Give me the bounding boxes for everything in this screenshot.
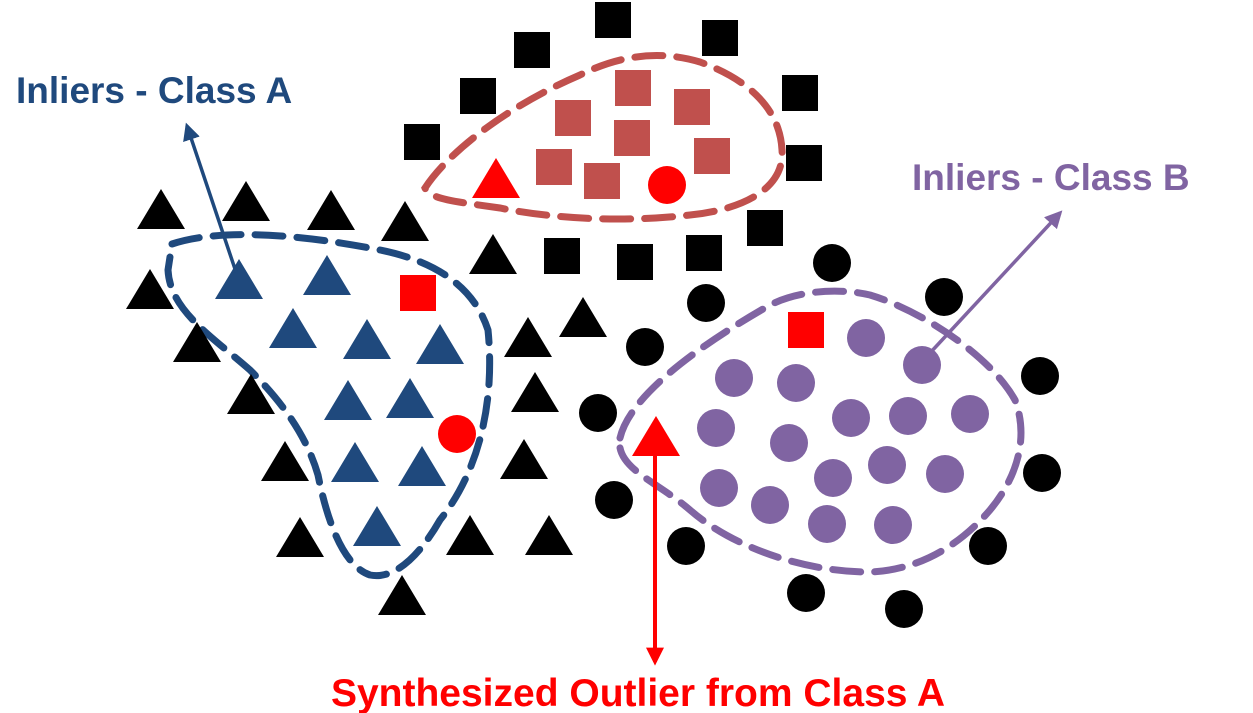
- black-square: [786, 145, 822, 181]
- black-triangle: [378, 575, 426, 615]
- black-square: [544, 238, 580, 274]
- red-circle-outlier: [438, 415, 476, 453]
- class-b-circle: [832, 399, 870, 437]
- class-a-triangle: [324, 380, 372, 420]
- class-b-circle: [874, 506, 912, 544]
- red-circle-outlier: [648, 166, 686, 204]
- black-triangle: [504, 317, 552, 357]
- class-c-square: [615, 70, 651, 106]
- black-triangle: [381, 201, 429, 241]
- class-b-circle: [697, 409, 735, 447]
- class-c-square: [614, 120, 650, 156]
- black-circle: [813, 244, 851, 282]
- class-b-circle: [903, 346, 941, 384]
- black-triangle: [559, 297, 607, 337]
- class-c-square: [536, 149, 572, 185]
- class-a-triangle: [215, 259, 263, 299]
- red-square-outlier: [788, 312, 824, 348]
- black-triangle: [446, 515, 494, 555]
- black-square: [404, 124, 440, 160]
- black-circle: [626, 328, 664, 366]
- black-circle: [687, 284, 725, 322]
- class-b-circle: [847, 319, 885, 357]
- class-b-circle: [868, 446, 906, 484]
- black-circle: [579, 394, 617, 432]
- class-b-circle: [700, 469, 738, 507]
- black-circle: [667, 527, 705, 565]
- black-square: [595, 2, 631, 38]
- synthesized-outlier-triangle: [632, 416, 680, 456]
- black-circle: [787, 574, 825, 612]
- black-square: [782, 75, 818, 111]
- class-c-boundary: [421, 52, 786, 223]
- black-triangle: [227, 374, 275, 414]
- class-b-circle: [808, 505, 846, 543]
- black-triangle: [261, 441, 309, 481]
- class-b-arrow: [928, 210, 1063, 355]
- black-square: [617, 244, 653, 280]
- class-b-circle: [951, 395, 989, 433]
- black-triangle: [469, 234, 517, 274]
- black-circle: [885, 590, 923, 628]
- class-a-triangle: [353, 506, 401, 546]
- black-triangle: [126, 269, 174, 309]
- class-a-boundary: [164, 231, 494, 580]
- class-c-square: [555, 100, 591, 136]
- class-a-triangle: [303, 255, 351, 295]
- red-square-outlier: [400, 275, 436, 311]
- black-triangle: [137, 189, 185, 229]
- class-a-triangle: [269, 308, 317, 348]
- black-circle: [1023, 454, 1061, 492]
- black-triangle: [511, 372, 559, 412]
- class-b-circle: [926, 455, 964, 493]
- class-b-boundary: [616, 287, 1025, 576]
- class-b-circle: [715, 359, 753, 397]
- red-triangle-outlier: [472, 158, 520, 198]
- black-triangle: [307, 190, 355, 230]
- class-b-circle: [751, 486, 789, 524]
- class-b-circle: [777, 364, 815, 402]
- class-c-square: [674, 89, 710, 125]
- class-a-arrow: [183, 122, 238, 273]
- black-square: [702, 20, 738, 56]
- black-triangle: [173, 322, 221, 362]
- class-c-square: [694, 138, 730, 174]
- black-triangle: [525, 515, 573, 555]
- class-a-triangle: [386, 378, 434, 418]
- black-square: [460, 78, 496, 114]
- inliers-class-a-label: Inliers - Class A: [16, 70, 292, 111]
- class-a-triangle: [331, 442, 379, 482]
- black-circle: [925, 278, 963, 316]
- black-circle: [969, 527, 1007, 565]
- black-square: [514, 32, 550, 68]
- black-square: [686, 235, 722, 271]
- class-b-circle: [814, 459, 852, 497]
- black-circle: [595, 481, 633, 519]
- black-square: [747, 210, 783, 246]
- class-a-triangle: [343, 319, 391, 359]
- synthesized-outlier-label: Synthesized Outlier from Class A: [331, 672, 945, 713]
- class-a-triangle: [398, 446, 446, 486]
- inliers-class-b-label: Inliers - Class B: [912, 157, 1190, 198]
- black-triangle: [500, 439, 548, 479]
- black-triangle: [276, 517, 324, 557]
- class-c-square: [584, 163, 620, 199]
- black-circle: [1021, 357, 1059, 395]
- black-triangle: [222, 181, 270, 221]
- class-b-circle: [770, 424, 808, 462]
- class-b-circle: [889, 397, 927, 435]
- class-a-triangle: [416, 324, 464, 364]
